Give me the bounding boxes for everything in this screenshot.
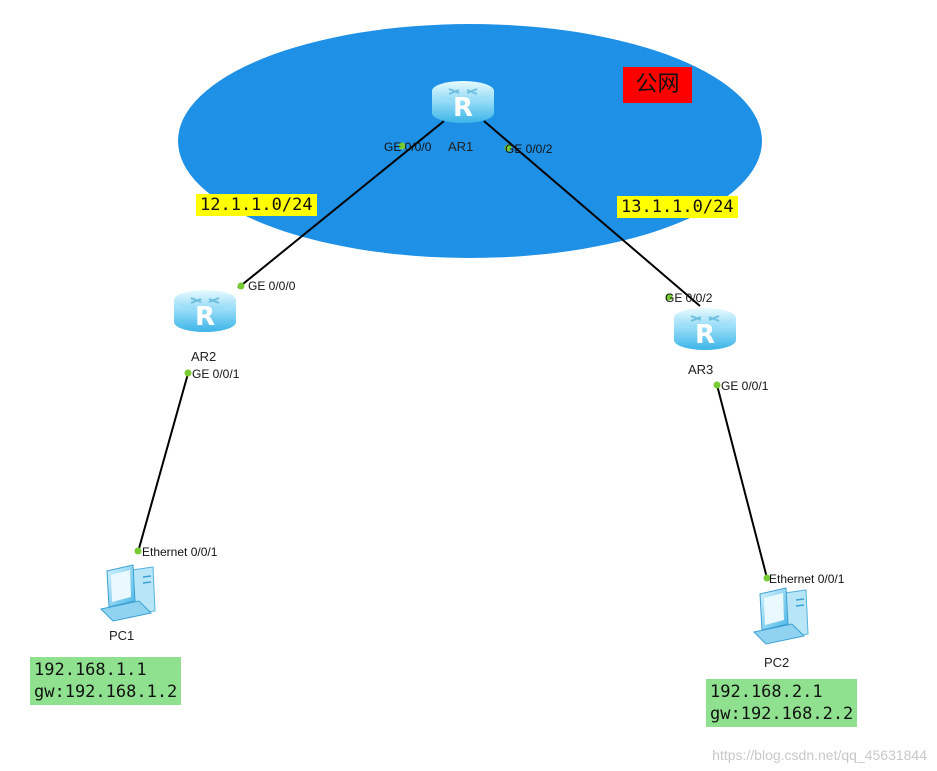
port-dot-ar2-down — [184, 369, 192, 377]
link-ar1-ar3 — [483, 120, 701, 307]
subnet-label-left: 12.1.1.0/24 — [196, 194, 317, 216]
interface-label-ar2-down: GE 0/0/1 — [192, 367, 240, 381]
port-dot-ar2-up — [237, 282, 245, 290]
pc1-gateway: gw:192.168.1.2 — [34, 682, 178, 702]
port-dot-pc2 — [763, 574, 771, 582]
port-dot-pc1 — [134, 547, 142, 555]
interface-label-pc2: Ethernet 0/0/1 — [769, 572, 845, 586]
pc2-ip: 192.168.2.1 — [710, 682, 823, 702]
subnet-label-right: 13.1.1.0/24 — [617, 196, 738, 218]
ar1-name: AR1 — [448, 139, 474, 154]
interface-label-ar3-down: GE 0/0/1 — [721, 379, 769, 393]
port-dot-ar1-left — [398, 142, 406, 150]
link-ar2-pc1 — [137, 369, 190, 553]
pc2-ip-box: 192.168.2.1 gw:192.168.2.2 — [706, 679, 858, 727]
interface-label-ar3-up: GE 0/0/2 — [665, 291, 713, 305]
watermark: https://blog.csdn.net/qq_45631844 — [712, 747, 927, 763]
port-dot-ar1-right — [504, 144, 512, 152]
pc2-name: PC2 — [764, 655, 790, 670]
interface-label-pc1: Ethernet 0/0/1 — [142, 545, 218, 559]
pc1-icon[interactable] — [100, 564, 156, 622]
interface-label-ar2-up: GE 0/0/0 — [248, 279, 296, 293]
public-network-zone — [178, 24, 762, 258]
ar2-name: AR2 — [191, 349, 217, 364]
router-ar3-icon[interactable] — [673, 307, 737, 351]
pc1-ip-box: 192.168.1.1 gw:192.168.1.2 — [30, 657, 182, 705]
pc1-ip: 192.168.1.1 — [34, 660, 147, 680]
port-dot-ar3-down — [713, 381, 721, 389]
port-dot-ar3-up — [665, 293, 673, 301]
router-ar2-icon[interactable] — [173, 289, 237, 333]
ar3-name: AR3 — [688, 362, 714, 377]
link-ar1-ar2 — [237, 120, 445, 289]
public-network-label: 公网 — [623, 67, 692, 103]
interface-label-ar1-left: GE 0/0/0 — [384, 140, 432, 154]
link-ar3-pc2 — [716, 384, 768, 579]
pc1-name: PC1 — [109, 628, 135, 643]
pc2-icon[interactable] — [753, 587, 809, 645]
router-ar1-icon[interactable] — [431, 80, 495, 124]
pc2-gateway: gw:192.168.2.2 — [710, 704, 854, 724]
interface-label-ar1-right: GE 0/0/2 — [505, 142, 553, 156]
